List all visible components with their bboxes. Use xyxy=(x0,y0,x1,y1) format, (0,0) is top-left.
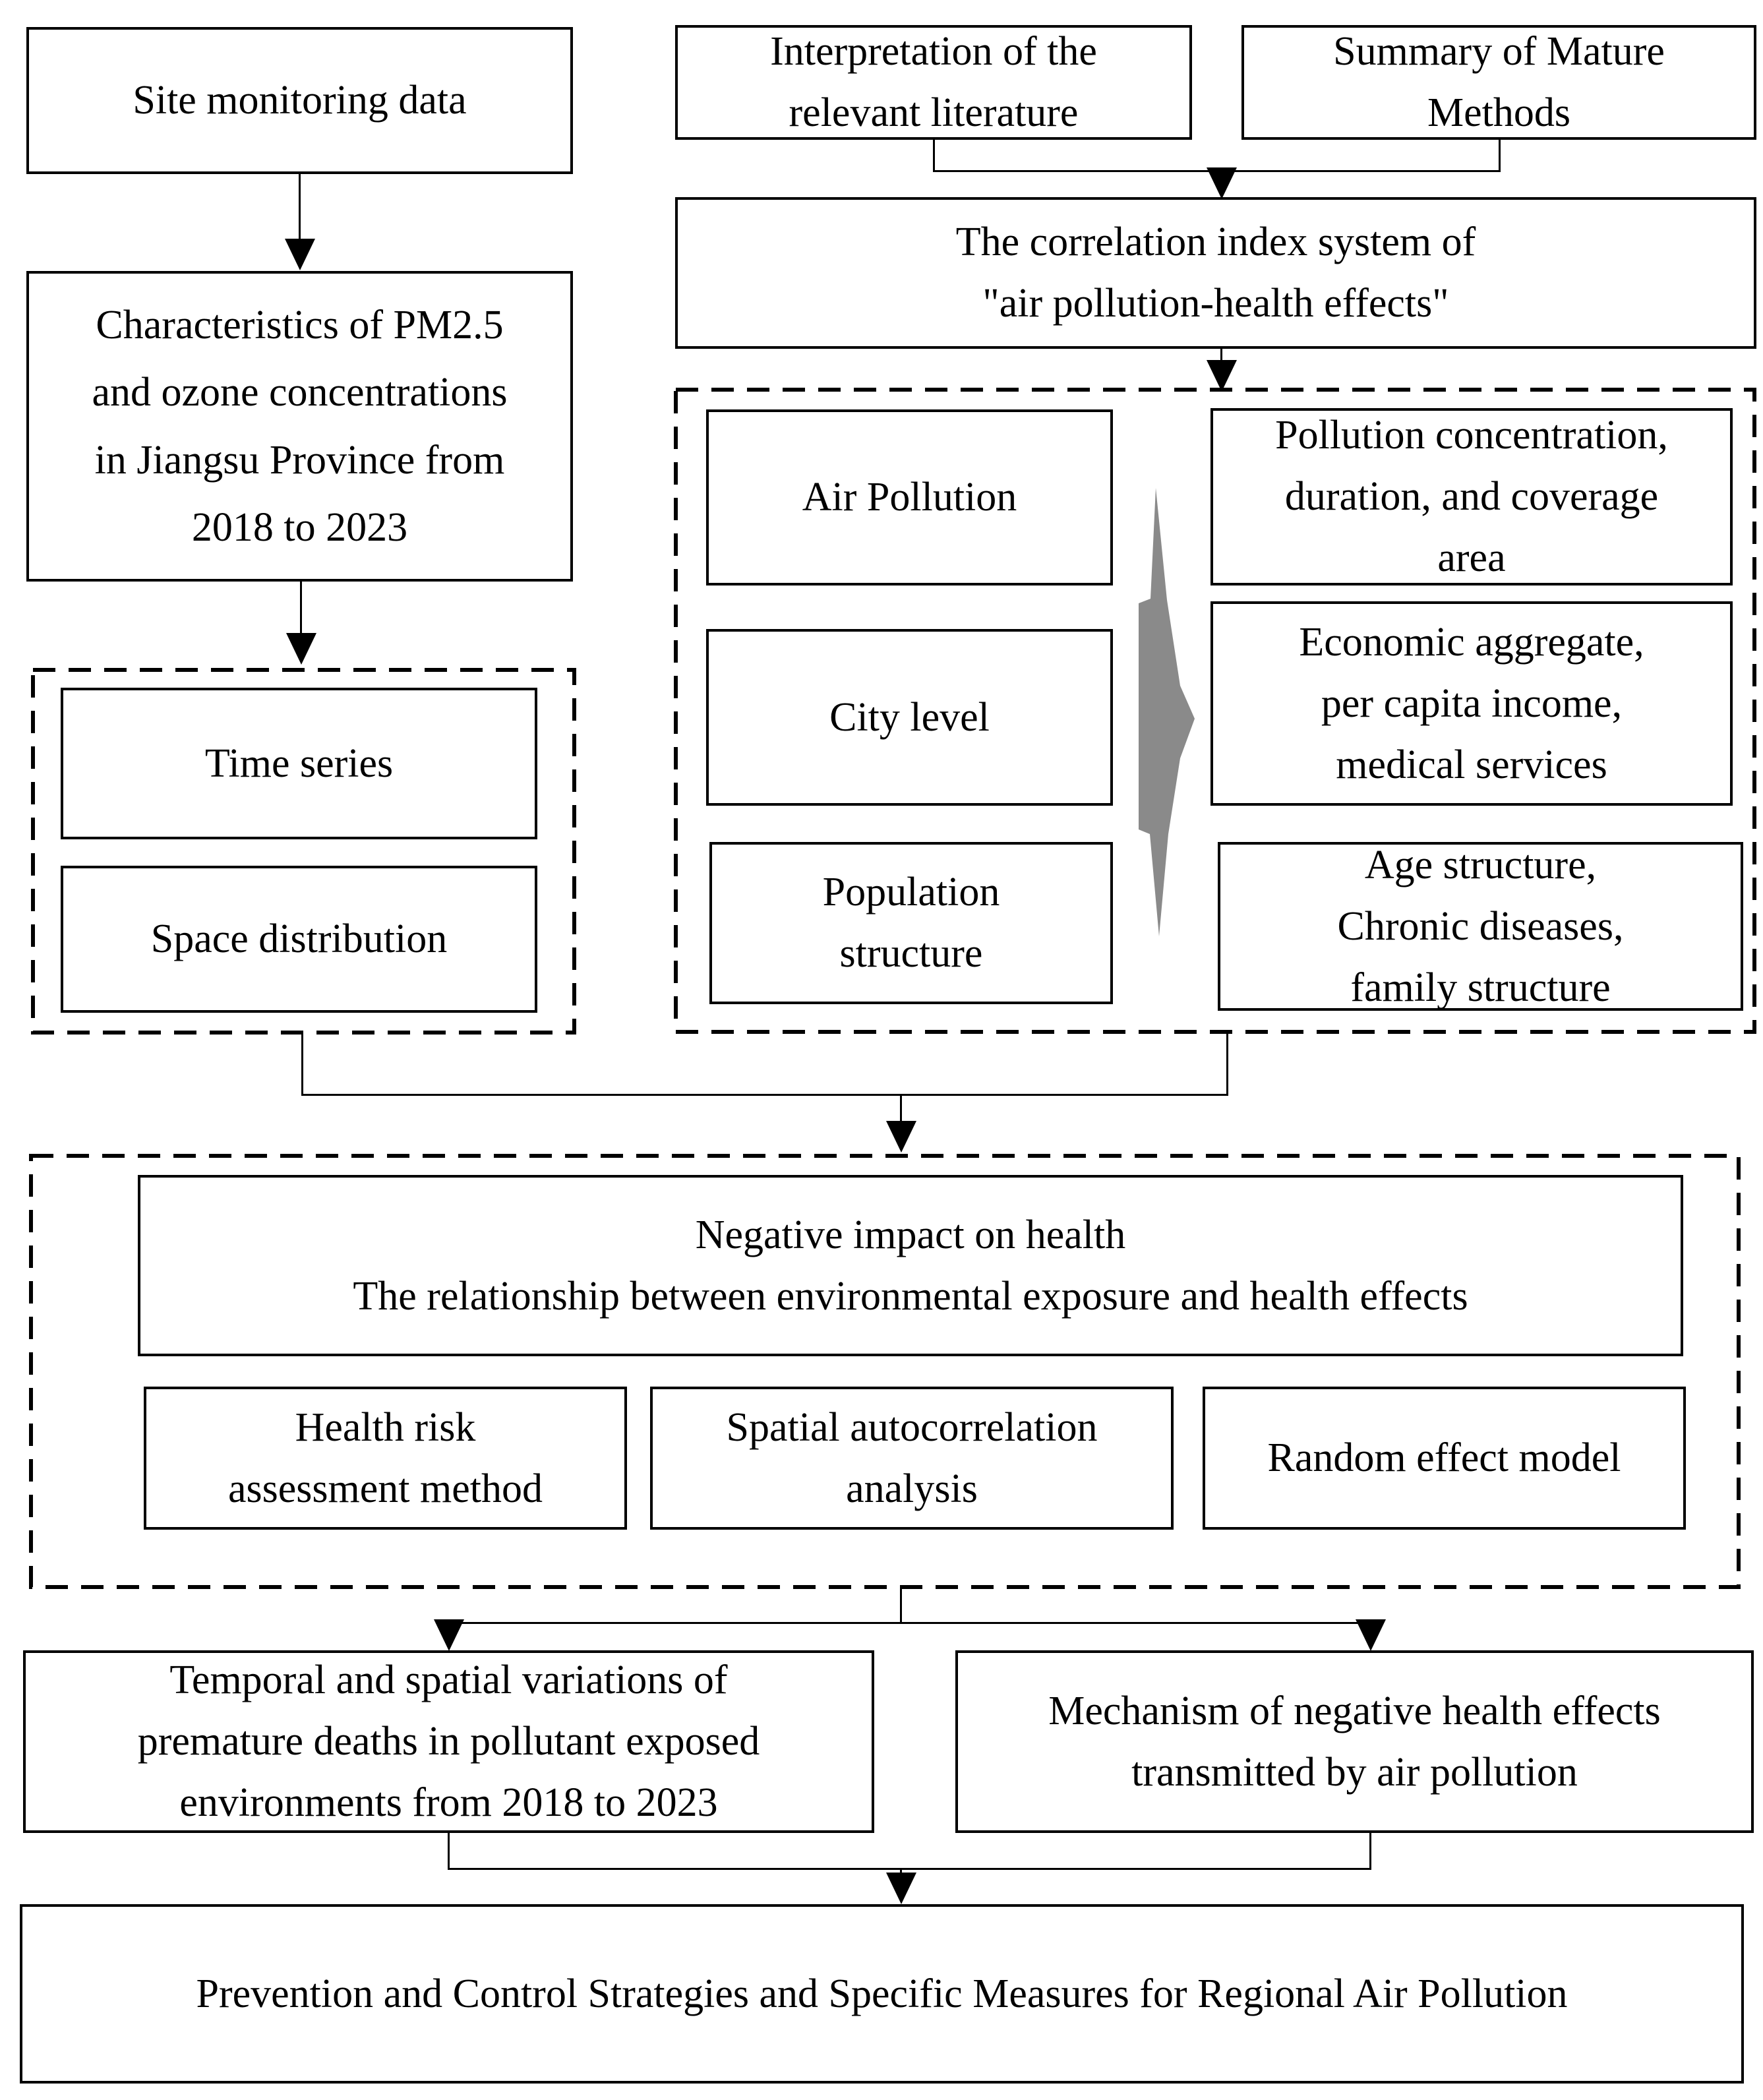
arrowhead-split-right xyxy=(1356,1619,1386,1651)
connector-temporal-down xyxy=(448,1833,450,1870)
connector-methods-down xyxy=(1499,140,1501,172)
gray-right-arrow-icon xyxy=(1139,488,1195,936)
arrowhead-characteristics-to-group xyxy=(286,633,316,665)
connector-correlation-to-group xyxy=(1220,349,1222,365)
connector-mid-merge-horizontal xyxy=(301,1094,1228,1096)
methods-summary-box: Summary of Mature Methods xyxy=(1241,25,1756,140)
air-pollution-box: Air Pollution xyxy=(706,409,1113,585)
spatial-autocorrelation-label: Spatial autocorrelation analysis xyxy=(726,1404,1098,1511)
random-effect-label: Random effect model xyxy=(1267,1435,1621,1480)
mechanism-label: Mechanism of negative health effects tra… xyxy=(1048,1688,1661,1795)
arrowhead-merge-to-conclusion xyxy=(886,1873,916,1904)
methods-summary-label: Summary of Mature Methods xyxy=(1333,29,1665,135)
random-effect-box: Random effect model xyxy=(1203,1387,1686,1530)
time-space-group-dashed-frame xyxy=(31,668,576,1035)
connector-mechanism-down xyxy=(1369,1833,1371,1870)
arrowhead-site-to-characteristics xyxy=(285,239,315,270)
arrowhead-split-left xyxy=(434,1619,464,1651)
connector-right-group-down xyxy=(1226,1034,1228,1096)
space-distribution-label: Space distribution xyxy=(150,916,448,961)
connector-split-horizontal xyxy=(448,1622,1371,1624)
conclusion-label: Prevention and Control Strategies and Sp… xyxy=(196,1971,1568,2016)
temporal-spatial-label: Temporal and spatial variations of prema… xyxy=(137,1658,760,1825)
city-detail-box: Economic aggregate, per capita income, m… xyxy=(1210,601,1733,806)
arrowhead-correlation-to-group xyxy=(1207,360,1237,392)
characteristics-label: Characteristics of PM2.5 and ozone conce… xyxy=(92,302,508,550)
connector-left-group-down xyxy=(301,1035,303,1096)
population-structure-label: Population structure xyxy=(822,870,1000,976)
city-level-box: City level xyxy=(706,629,1113,806)
city-detail-label: Economic aggregate, per capita income, m… xyxy=(1299,619,1644,787)
mechanism-box: Mechanism of negative health effects tra… xyxy=(955,1650,1754,1833)
arrowhead-merge-to-impact xyxy=(886,1121,916,1153)
temporal-spatial-box: Temporal and spatial variations of prema… xyxy=(23,1650,874,1833)
negative-impact-box: Negative impact on health The relationsh… xyxy=(138,1175,1683,1356)
connector-site-to-characteristics xyxy=(299,174,301,240)
literature-label: Interpretation of the relevant literatur… xyxy=(770,29,1097,135)
population-detail-label: Age structure, Chronic diseases, family … xyxy=(1337,842,1624,1010)
connector-merge-to-impact xyxy=(900,1094,902,1125)
health-risk-box: Health risk assessment method xyxy=(144,1387,627,1530)
space-distribution-box: Space distribution xyxy=(61,866,537,1013)
pollution-detail-box: Pollution concentration, duration, and c… xyxy=(1210,408,1733,585)
connector-impact-down xyxy=(900,1589,902,1624)
city-level-label: City level xyxy=(829,694,990,740)
time-series-label: Time series xyxy=(204,740,394,786)
connector-characteristics-to-group xyxy=(300,582,302,634)
air-pollution-label: Air Pollution xyxy=(802,475,1017,520)
site-monitoring-box: Site monitoring data xyxy=(26,27,573,174)
health-impact-group-dashed-frame xyxy=(29,1154,1741,1589)
population-detail-box: Age structure, Chronic diseases, family … xyxy=(1218,842,1743,1011)
connector-merge-to-conclusion xyxy=(900,1868,902,1876)
arrowhead-merge-to-correlation xyxy=(1207,167,1237,199)
characteristics-box: Characteristics of PM2.5 and ozone conce… xyxy=(26,271,573,582)
spatial-autocorrelation-box: Spatial autocorrelation analysis xyxy=(650,1387,1174,1530)
negative-impact-label: Negative impact on health The relationsh… xyxy=(353,1212,1468,1319)
health-risk-label: Health risk assessment method xyxy=(228,1404,543,1511)
correlation-index-label: The correlation index system of "air pol… xyxy=(955,220,1476,326)
pollution-detail-label: Pollution concentration, duration, and c… xyxy=(1275,413,1668,580)
site-monitoring-label: Site monitoring data xyxy=(133,78,467,123)
conclusion-box: Prevention and Control Strategies and Sp… xyxy=(20,1904,1744,2084)
time-series-box: Time series xyxy=(61,688,537,839)
literature-box: Interpretation of the relevant literatur… xyxy=(675,25,1192,140)
population-structure-box: Population structure xyxy=(709,842,1113,1004)
connector-bottom-merge-horizontal xyxy=(448,1868,1371,1870)
connector-literature-down xyxy=(933,140,935,172)
gray-right-arrow-shape xyxy=(1139,488,1195,936)
correlation-index-box: The correlation index system of "air pol… xyxy=(675,197,1756,349)
